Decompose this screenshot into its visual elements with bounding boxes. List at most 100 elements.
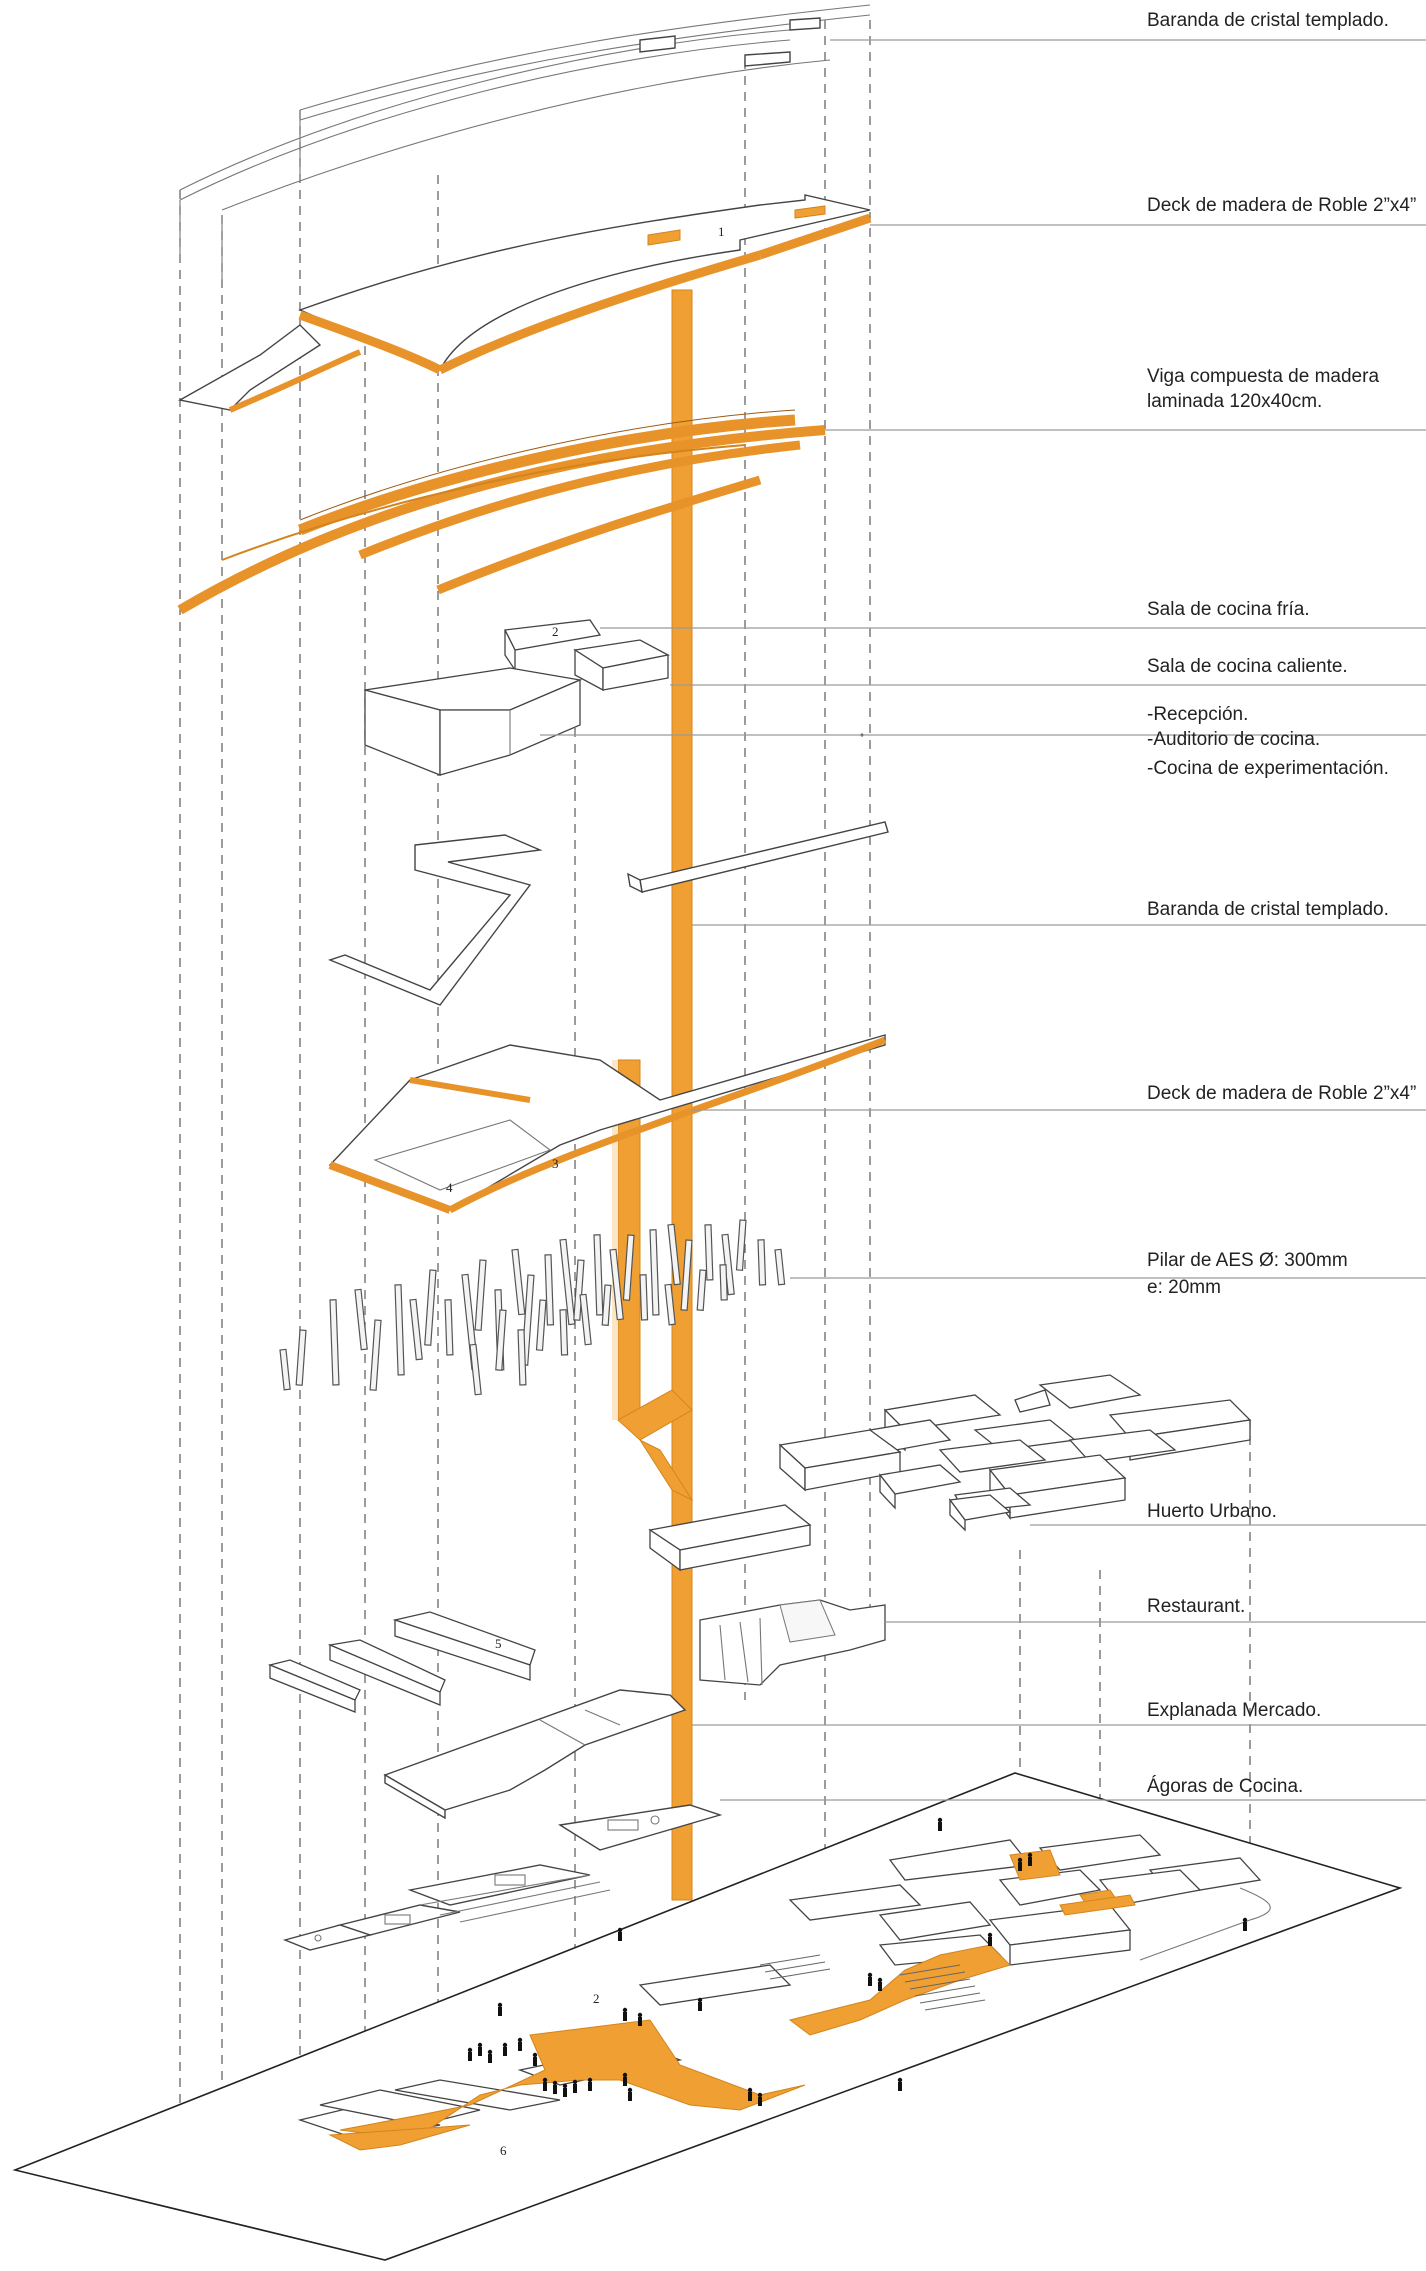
person-head	[517, 2037, 523, 2043]
top-glass-railing	[179, 4, 871, 280]
restaurant	[699, 1599, 886, 1686]
person-head	[532, 2052, 538, 2058]
label-market-esplanade: Explanada Mercado.	[1147, 1700, 1321, 1721]
steel-post	[469, 1343, 482, 1396]
market-esplanade	[383, 1689, 687, 1820]
steel-post	[649, 1229, 660, 1316]
person-head	[627, 2087, 633, 2093]
person-head	[622, 2072, 628, 2078]
person-head	[487, 2049, 493, 2055]
person-body	[748, 2092, 752, 2101]
steel-post	[704, 1224, 714, 1281]
steel-post	[735, 1219, 747, 1271]
steel-post	[279, 1348, 291, 1391]
steel-post	[517, 1329, 527, 1386]
person-body	[758, 2097, 762, 2106]
urban-garden-upper	[648, 1374, 1252, 1572]
person-head	[622, 2007, 628, 2013]
bench-number-5: 5	[495, 1636, 502, 1651]
person-head	[877, 1977, 883, 1983]
person-body	[563, 2088, 567, 2097]
steel-post	[424, 1269, 437, 1346]
steel-post	[622, 1234, 635, 1301]
steel-post	[544, 1254, 555, 1326]
pillar-field	[279, 1219, 786, 1396]
labels: Baranda de cristal templado. Deck de mad…	[1147, 10, 1416, 1797]
person-body	[468, 2052, 472, 2061]
person-body	[623, 2077, 627, 2086]
label-beam-line2: laminada 120x40cm.	[1147, 391, 1322, 412]
person-body	[588, 2082, 592, 2091]
market-benches: 5	[267, 1611, 536, 1713]
person-body	[518, 2042, 522, 2051]
person-head	[1242, 1917, 1248, 1923]
label-kitchen-agoras: Ágoras de Cocina.	[1147, 1776, 1303, 1797]
label-urban-garden: Huerto Urbano.	[1147, 1501, 1277, 1522]
person-head	[867, 1972, 873, 1978]
deck-number-3: 3	[552, 1156, 559, 1171]
site-number-6: 6	[500, 2143, 507, 2158]
label-pillar-line1: Pilar de AES Ø: 300mm	[1147, 1250, 1348, 1271]
label-hot-kitchen: Sala de cocina caliente.	[1147, 656, 1348, 677]
steel-post	[444, 1299, 454, 1356]
person-body	[573, 2084, 577, 2093]
deck-number-1: 1	[718, 224, 725, 239]
person-head	[1017, 1857, 1023, 1863]
top-oak-deck: 1	[178, 194, 872, 413]
person-head	[897, 2077, 903, 2083]
person-head	[937, 1817, 943, 1823]
ground-plan: 2 6	[12, 1772, 1403, 2261]
laminated-beams	[177, 409, 826, 615]
person-head	[1027, 1852, 1033, 1858]
person-head	[587, 2077, 593, 2083]
person-body	[868, 1977, 872, 1986]
person-body	[628, 2092, 632, 2101]
steel-post	[409, 1298, 423, 1361]
steel-post	[535, 1299, 547, 1351]
steel-post	[667, 1223, 681, 1286]
label-top-railing: Baranda de cristal templado.	[1147, 10, 1389, 31]
steel-post	[601, 1284, 612, 1326]
person-head	[562, 2083, 568, 2089]
site-stairs	[759, 1954, 986, 2011]
person-body	[1028, 1857, 1032, 1866]
label-pillar-line2: e: 20mm	[1147, 1277, 1221, 1298]
steel-post	[573, 1259, 585, 1321]
person-head	[552, 2080, 558, 2086]
person-head	[637, 2012, 643, 2018]
steel-post	[511, 1248, 526, 1316]
steel-post	[495, 1309, 507, 1371]
person-body	[623, 2012, 627, 2021]
label-auditorium: -Auditorio de cocina.	[1147, 729, 1320, 750]
steel-post	[369, 1319, 382, 1391]
label-mid-railing: Baranda de cristal templado.	[1147, 899, 1389, 920]
person-body	[553, 2085, 557, 2094]
person-head	[467, 2047, 473, 2053]
person-body	[1243, 1922, 1247, 1931]
leader-lines	[540, 39, 1426, 1801]
steel-post	[774, 1248, 786, 1286]
mid-glass-railing	[327, 821, 889, 1006]
steel-post	[354, 1288, 368, 1351]
steel-post	[593, 1234, 604, 1316]
person-head	[497, 2002, 503, 2008]
steel-post	[559, 1309, 569, 1356]
label-cold-kitchen: Sala de cocina fría.	[1147, 599, 1310, 620]
person-head	[617, 1927, 623, 1933]
steel-post	[696, 1269, 707, 1311]
person-body	[503, 2047, 507, 2056]
person-body	[488, 2054, 492, 2063]
steel-post	[329, 1299, 340, 1386]
mid-oak-deck: 3 4	[328, 1034, 887, 1214]
kitchen-agoras	[282, 1804, 723, 1951]
person-body	[698, 2002, 702, 2011]
steel-post	[664, 1283, 676, 1326]
person-body	[543, 2082, 547, 2091]
person-body	[638, 2017, 642, 2026]
person-body	[878, 1982, 882, 1991]
person-body	[533, 2057, 537, 2066]
steel-post	[680, 1239, 693, 1311]
steel-post	[579, 1293, 592, 1346]
kitchen-rooms: 2	[364, 619, 864, 776]
